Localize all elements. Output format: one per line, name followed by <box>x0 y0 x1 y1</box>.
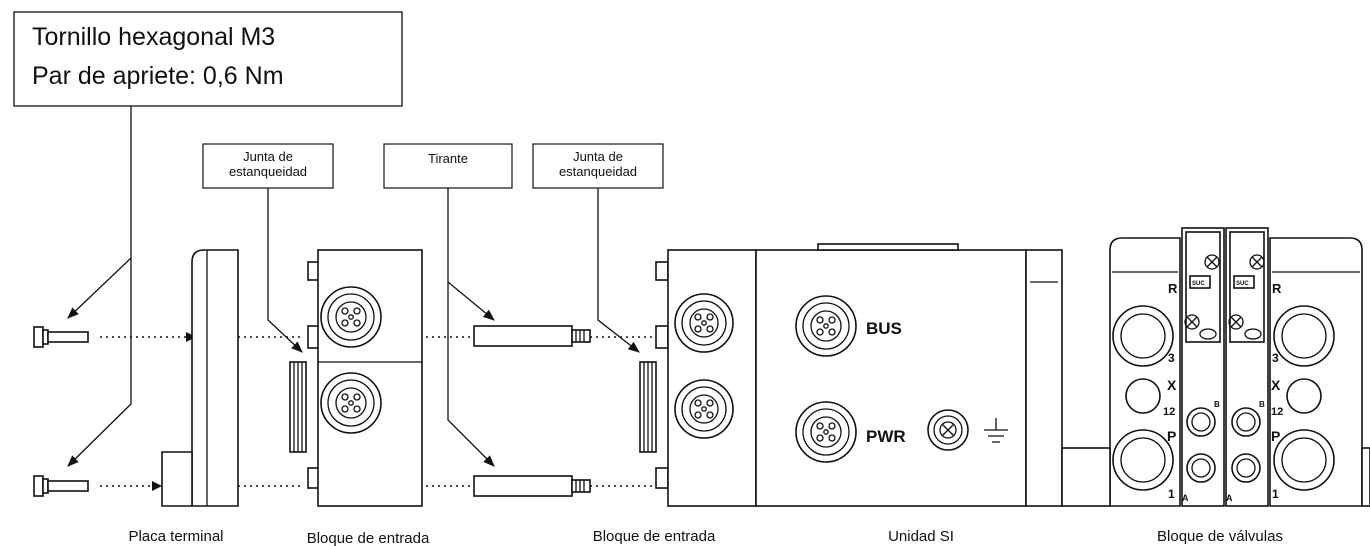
bus-connector <box>795 295 857 357</box>
tie-rod-label: Tirante <box>428 151 468 166</box>
hex-screw-bottom <box>33 475 89 497</box>
input-2-bottom-connector <box>674 379 734 439</box>
valve-manifold: R R 3 3 X X 12 12 P P 1 1 B B A A SUC SU… <box>1061 227 1370 507</box>
end-plate-label: Placa terminal <box>128 528 223 545</box>
ground-terminal <box>927 409 969 451</box>
port-1-left: 1 <box>1168 487 1175 501</box>
input-block-2 <box>639 249 757 507</box>
hex-screw-top <box>33 326 89 348</box>
pwr-port-label: PWR <box>866 427 906 446</box>
gasket-2-label-line1: Junta de <box>573 149 623 164</box>
input-1-bottom-connector <box>320 372 382 434</box>
port-1-right: 1 <box>1272 487 1279 501</box>
si-unit: BUS PWR <box>755 243 1063 507</box>
pwr-connector <box>795 401 857 463</box>
port-3-right: 3 <box>1272 351 1279 365</box>
tie-rod-top <box>473 325 591 347</box>
screw-callout: Tornillo hexagonal M3 Par de apriete: 0,… <box>13 11 403 107</box>
torque-spec-text: Par de apriete: 0,6 Nm <box>32 62 284 90</box>
port-a-2: A <box>1226 493 1233 503</box>
port-x-left: X <box>1167 377 1177 393</box>
port-b-1: B <box>1214 400 1220 409</box>
port-r-left: R <box>1168 281 1178 296</box>
port-x-right: X <box>1271 377 1281 393</box>
input-block-2-label: Bloque de entrada <box>593 528 716 545</box>
valve-station-1 <box>1181 227 1225 507</box>
gasket-callout-2: Junta de estanqueidad <box>532 143 664 189</box>
gasket-2-label-line2: estanqueidad <box>559 164 637 179</box>
valve-station-2 <box>1225 227 1269 507</box>
tie-rod-bottom <box>473 475 591 497</box>
gasket-callout-1: Junta de estanqueidad <box>202 143 334 189</box>
gasket-1-label-line2: estanqueidad <box>229 164 307 179</box>
input-block-1-label: Bloque de entrada <box>307 530 430 546</box>
bus-port-label: BUS <box>866 319 902 338</box>
port-p-right: P <box>1271 428 1280 444</box>
tie-rod-callout: Tirante <box>383 143 513 189</box>
solenoid-label-1: SUC <box>1192 281 1205 287</box>
port-12-left: 12 <box>1163 406 1175 418</box>
leader-lines <box>67 106 640 467</box>
si-unit-label: Unidad SI <box>888 528 954 545</box>
port-a-1: A <box>1182 493 1189 503</box>
gasket-1-label-line1: Junta de <box>243 149 293 164</box>
solenoid-label-2: SUC <box>1236 281 1249 287</box>
valve-manifold-label: Bloque de válvulas <box>1157 528 1283 545</box>
port-b-2: B <box>1259 400 1265 409</box>
port-12-right: 12 <box>1271 406 1283 418</box>
screw-spec-text: Tornillo hexagonal M3 <box>32 23 275 51</box>
port-3-left: 3 <box>1168 351 1175 365</box>
centerlines <box>100 332 660 491</box>
ground-symbol-icon <box>984 418 1008 443</box>
input-2-top-connector <box>674 293 734 353</box>
port-r-right: R <box>1272 281 1282 296</box>
port-p-left: P <box>1167 428 1176 444</box>
end-plate <box>161 249 239 507</box>
input-1-top-connector <box>320 286 382 348</box>
